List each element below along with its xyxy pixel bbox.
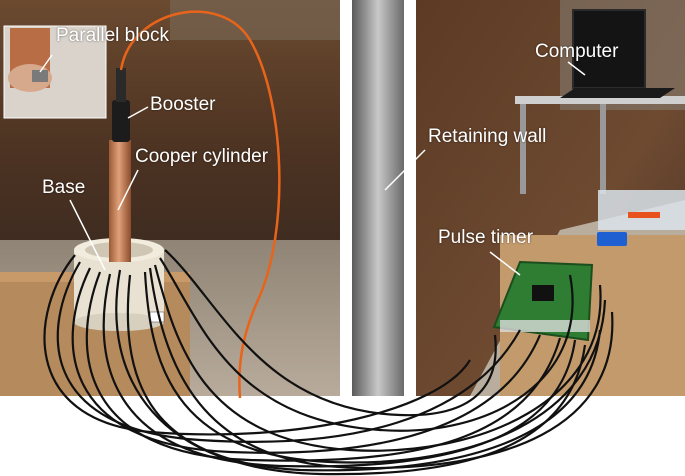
label-base: Base — [42, 177, 86, 198]
laptop-keyboard — [560, 88, 675, 98]
table — [515, 96, 685, 104]
retaining-wall — [352, 0, 404, 396]
plastic-box — [598, 190, 685, 230]
signal-cables — [43, 249, 614, 476]
battery-pack — [597, 232, 627, 246]
label-booster: Booster — [150, 94, 216, 115]
orange-cable — [119, 10, 281, 399]
label-computer: Computer — [535, 41, 619, 62]
label-cooper-cylinder: Cooper cylinder — [135, 146, 269, 167]
retaining-wall-panel — [340, 0, 416, 396]
label-retaining-wall: Retaining wall — [428, 126, 547, 147]
label-parallel-block: Parallel block — [56, 25, 169, 46]
copper-cylinder — [109, 140, 131, 262]
left-photo-panel — [0, 0, 340, 396]
label-pulse-timer: Pulse timer — [438, 227, 534, 248]
booster — [112, 100, 130, 142]
inset-parallel-block — [32, 70, 48, 82]
right-photo-panel — [416, 0, 685, 396]
wall-top-light — [170, 0, 340, 40]
